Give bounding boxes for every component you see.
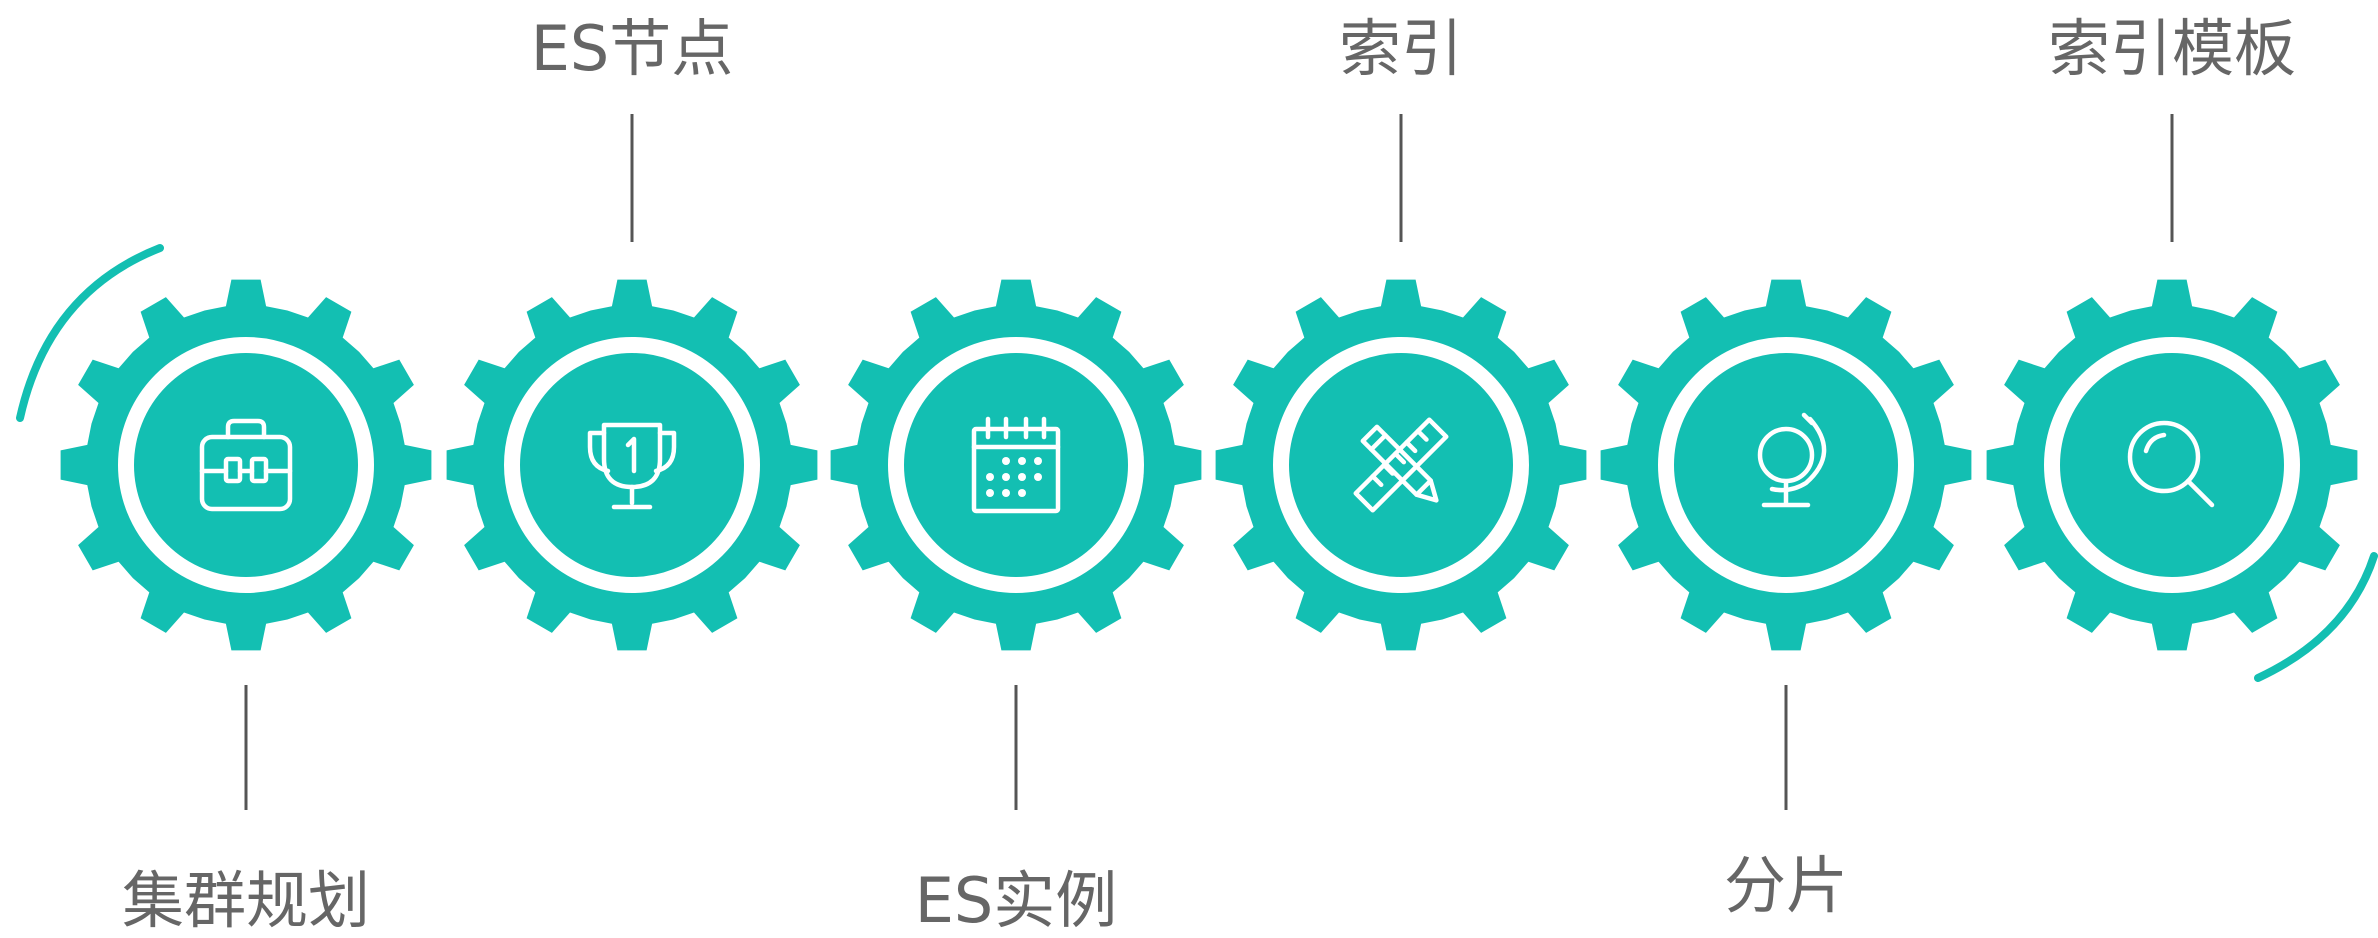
gear-shape <box>1600 279 1972 651</box>
gear-shape <box>60 279 432 651</box>
gear-step-5 <box>1600 279 1972 651</box>
loop-arrow-top-left <box>16 244 164 422</box>
loop-arrow-bottom-right <box>2254 552 2378 682</box>
gear-inner-ring <box>2044 337 2300 593</box>
step-label-3: ES实例 <box>914 864 1118 937</box>
gear-inner-ring <box>504 337 760 593</box>
gear-step-2 <box>446 279 818 651</box>
gear-step-1 <box>60 279 432 651</box>
gear-shape <box>1215 279 1587 651</box>
gear-inner-ring <box>118 337 374 593</box>
gear-step-4 <box>1215 279 1587 651</box>
gear-inner-ring <box>1273 337 1529 593</box>
gear-inner-ring <box>888 337 1144 593</box>
gear-step-6 <box>1986 279 2358 651</box>
step-label-6: 索引模板 <box>2047 12 2297 85</box>
gear-step-3 <box>830 279 1202 651</box>
step-label-2: ES节点 <box>530 12 734 85</box>
gear-shape <box>830 279 1202 651</box>
gear-shape <box>1986 279 2358 651</box>
step-label-1: 集群规划 <box>121 864 371 937</box>
gear-inner-ring <box>1658 337 1914 593</box>
step-label-5: 分片 <box>1723 849 1849 922</box>
step-label-4: 索引 <box>1338 12 1464 85</box>
